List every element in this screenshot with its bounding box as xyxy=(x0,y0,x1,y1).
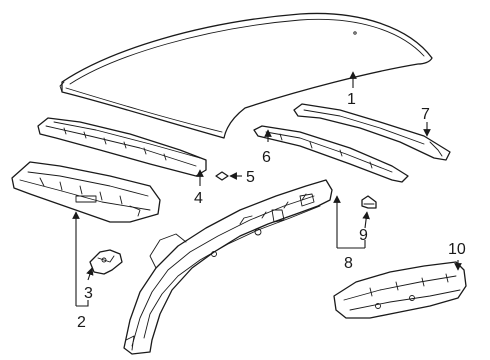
callout-label-2: 2 xyxy=(77,314,86,331)
callout-label-4: 4 xyxy=(194,190,203,207)
roof-clip xyxy=(215,171,229,181)
callout-9: 9 xyxy=(359,211,370,248)
callout-8: 8 xyxy=(333,195,365,272)
callout-label-10: 10 xyxy=(448,241,466,258)
callout-label-9: 9 xyxy=(359,227,368,244)
rear-roof-bow xyxy=(253,125,409,183)
callout-label-3: 3 xyxy=(84,285,93,302)
roof-panel xyxy=(59,12,433,139)
callout-1: 1 xyxy=(347,71,357,108)
fastener xyxy=(361,195,377,209)
callout-2: 2 xyxy=(72,211,86,331)
callout-4: 4 xyxy=(194,169,204,207)
callout-3: 3 xyxy=(76,267,94,307)
callout-10: 10 xyxy=(448,241,466,271)
callout-label-6: 6 xyxy=(262,149,271,166)
callout-label-1: 1 xyxy=(347,91,356,108)
callout-label-5: 5 xyxy=(246,169,255,186)
rear-reinforcement xyxy=(333,261,467,319)
callout-5: 5 xyxy=(229,169,255,186)
roof-side-inner-rail xyxy=(123,179,333,355)
front-roof-header xyxy=(11,161,161,223)
callout-7: 7 xyxy=(421,106,431,137)
callout-label-7: 7 xyxy=(421,106,430,123)
callout-label-8: 8 xyxy=(344,255,353,272)
front-roof-bow xyxy=(37,117,207,177)
roof-bracket xyxy=(89,249,123,275)
callout-6: 6 xyxy=(262,129,272,166)
roof-side-rail-strip xyxy=(293,103,451,161)
